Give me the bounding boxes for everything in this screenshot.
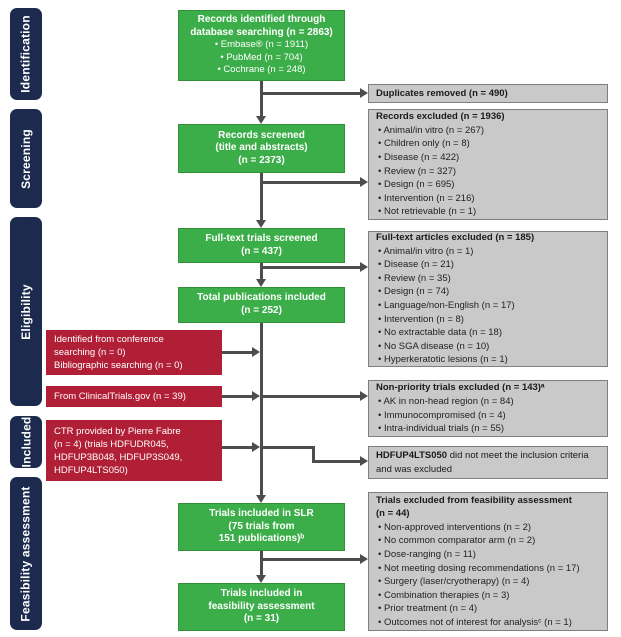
fulltext-screened-title: Full-text trials screened (n = 437) [205, 232, 318, 257]
records-excluded-item: Children only (n = 8) [376, 137, 600, 151]
connector-line [262, 395, 360, 398]
arrow-down-icon [256, 575, 266, 583]
arrow-down-icon [256, 116, 266, 124]
arrow-right-icon [360, 262, 368, 272]
records-excluded-item: Review (n = 327) [376, 165, 600, 179]
arrow-right-icon [360, 554, 368, 564]
arrow-down-icon [256, 220, 266, 228]
records-identified-item: Embase® (n = 1911) [215, 39, 308, 51]
hdfup-note-trial-id: HDFUP4LTS050 [376, 449, 448, 461]
trials-feasibility-box: Trials included in feasibility assessmen… [178, 583, 345, 631]
nonpriority-excluded-item: Intra-individual trials (n = 55) [376, 422, 600, 436]
feasibility-excluded-item: Combination therapies (n = 3) [376, 589, 600, 603]
stage-identification: Identification [10, 8, 42, 100]
records-excluded-item: Animal/in vitro (n = 267) [376, 124, 600, 138]
stage-included: Included [10, 416, 42, 468]
connector-line [312, 446, 315, 463]
nonpriority-excluded-item: AK in non-head region (n = 84) [376, 395, 600, 409]
feasibility-excluded-item: Surgery (laser/cryotherapy) (n = 4) [376, 575, 600, 589]
arrow-right-icon [360, 391, 368, 401]
stage-eligibility-label: Eligibility [19, 283, 34, 340]
connector-line [260, 173, 263, 220]
fulltext-excluded-item: Review (n = 35) [376, 272, 600, 286]
nonpriority-excluded-box: Non-priority trials excluded (n = 143)ᵃ … [368, 380, 608, 437]
nonpriority-excluded-item: Immunocompromised (n = 4) [376, 409, 600, 423]
connector-line [260, 81, 263, 116]
feasibility-excluded-item: Prior treatment (n = 4) [376, 602, 600, 616]
records-identified-title: Records identified through database sear… [190, 14, 333, 38]
fulltext-excluded-title: Full-text articles excluded (n = 185) [376, 232, 535, 244]
connector-line [262, 558, 360, 561]
arrow-right-icon [360, 177, 368, 187]
connector-line [262, 92, 360, 95]
connector-line [260, 263, 263, 279]
records-excluded-item: Design (n = 695) [376, 178, 600, 192]
connector-line [260, 551, 263, 575]
arrow-right-icon [252, 442, 260, 452]
ctr-pierre-fabre-box: CTR provided by Pierre Fabre (n = 4) (tr… [46, 420, 222, 481]
stage-eligibility: Eligibility [10, 217, 42, 406]
connector-line [222, 351, 253, 354]
records-identified-item: PubMed (n = 704) [220, 52, 302, 64]
fulltext-excluded-item: Intervention (n = 8) [376, 313, 600, 327]
records-identified-box: Records identified through database sear… [178, 10, 345, 81]
records-excluded-title: Records excluded (n = 1936) [376, 111, 505, 123]
arrow-right-icon [360, 88, 368, 98]
feasibility-excluded-title: Trials excluded from feasibility assessm… [376, 494, 572, 520]
feasibility-excluded-item: Outcomes not of interest for analysisᶜ (… [376, 616, 600, 630]
records-screened-box: Records screened (title and abstracts) (… [178, 124, 345, 173]
total-publications-title: Total publications included (n = 252) [197, 292, 326, 316]
feasibility-excluded-item: Not meeting dosing recommendations (n = … [376, 562, 600, 576]
stage-screening: Screening [10, 109, 42, 208]
arrow-down-icon [256, 495, 266, 503]
fulltext-excluded-item: Animal/in vitro (n = 1) [376, 245, 600, 259]
stage-included-label: Included [19, 416, 33, 468]
connector-line [222, 395, 253, 398]
feasibility-excluded-item: Dose-ranging (n = 11) [376, 548, 600, 562]
records-excluded-item: Intervention (n = 216) [376, 192, 600, 206]
arrow-right-icon [360, 456, 368, 466]
feasibility-excluded-item: Non-approved interventions (n = 2) [376, 521, 600, 535]
records-excluded-item: Not retrievable (n = 1) [376, 205, 600, 219]
duplicates-removed-box: Duplicates removed (n = 490) [368, 84, 608, 103]
connector-line [262, 446, 315, 449]
stage-identification-label: Identification [19, 15, 33, 93]
arrow-right-icon [252, 391, 260, 401]
fulltext-screened-box: Full-text trials screened (n = 437) [178, 228, 345, 263]
records-excluded-item: Disease (n = 422) [376, 151, 600, 165]
arrow-right-icon [252, 347, 260, 357]
feasibility-excluded-item: No common comparator arm (n = 2) [376, 534, 600, 548]
total-publications-box: Total publications included (n = 252) [178, 287, 345, 323]
clinicaltrials-box: From ClinicalTrials.gov (n = 39) [46, 386, 222, 407]
duplicates-removed-title: Duplicates removed (n = 490) [376, 87, 508, 99]
fulltext-excluded-item: Disease (n = 21) [376, 258, 600, 272]
trials-slr-title: Trials included in SLR (75 trials from 1… [209, 508, 314, 545]
records-screened-title: Records screened (title and abstracts) (… [215, 129, 308, 166]
fulltext-excluded-item: No SGA disease (n = 10) [376, 340, 600, 354]
feasibility-excluded-box: Trials excluded from feasibility assessm… [368, 492, 608, 631]
connector-line [262, 266, 360, 269]
fulltext-excluded-item: Design (n = 74) [376, 285, 600, 299]
connector-line [262, 181, 360, 184]
connector-line [260, 323, 263, 495]
connector-line [312, 460, 360, 463]
records-excluded-box: Records excluded (n = 1936) Animal/in vi… [368, 109, 608, 220]
hdfup-note-text: HDFUP4LTS050 did not meet the inclusion … [376, 449, 600, 476]
connector-line [222, 446, 253, 449]
fulltext-excluded-item: Hyperkeratotic lesions (n = 1) [376, 353, 600, 367]
nonpriority-excluded-title: Non-priority trials excluded (n = 143)ᵃ [376, 382, 545, 394]
hdfup-note-rest: did not meet the inclusion criteria and … [376, 449, 589, 475]
trials-slr-box: Trials included in SLR (75 trials from 1… [178, 503, 345, 551]
conference-searching-box: Identified from conference searching (n … [46, 330, 222, 375]
hdfup-note-box: HDFUP4LTS050 did not meet the inclusion … [368, 446, 608, 479]
fulltext-excluded-box: Full-text articles excluded (n = 185) An… [368, 231, 608, 367]
trials-feasibility-title: Trials included in feasibility assessmen… [208, 588, 315, 625]
stage-feasibility-assessment: Feasibility assessment [10, 477, 42, 630]
records-identified-item: Cochrane (n = 248) [217, 64, 305, 76]
arrow-down-icon [256, 279, 266, 287]
stage-feasibility-assessment-label: Feasibility assessment [19, 485, 34, 622]
fulltext-excluded-item: Language/non-English (n = 17) [376, 299, 600, 313]
fulltext-excluded-item: No extractable data (n = 18) [376, 326, 600, 340]
stage-screening-label: Screening [19, 128, 34, 189]
